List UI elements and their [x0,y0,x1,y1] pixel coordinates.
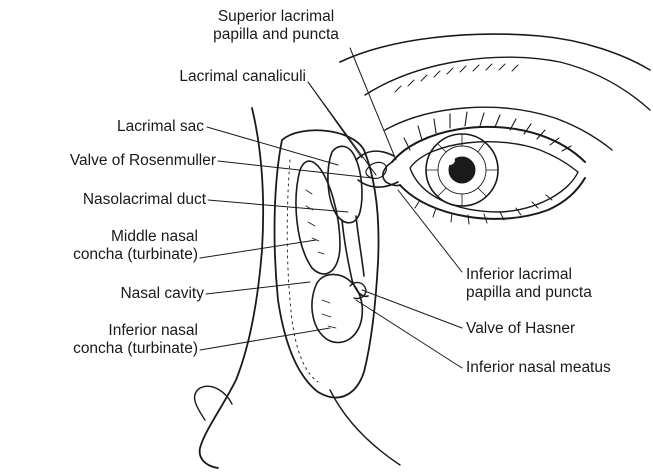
leader-superior-papilla [350,48,396,160]
label-inferior-papilla-line1: Inferior lacrimal [466,266,646,284]
leader-lines [200,48,462,368]
leader-middle-concha [200,240,316,258]
middle-concha [296,161,340,274]
label-superior-papilla-line1: Superior lacrimal [184,8,368,26]
leader-canaliculi-b [308,82,376,175]
label-superior-papilla-line2: papilla and puncta [184,26,368,44]
label-superior-papilla: Superior lacrimal papilla and puncta [184,8,368,44]
label-valve-hasner: Valve of Hasner [466,320,626,338]
leader-sac [207,127,338,165]
leader-rosenmuller [218,161,372,178]
label-middle-concha: Middle nasal concha (turbinate) [44,228,198,264]
label-inferior-concha-line2: concha (turbinate) [44,340,198,358]
brow-hair [395,64,518,92]
label-middle-concha-line2: concha (turbinate) [44,246,198,264]
lower-lid [400,178,585,219]
label-canaliculi: Lacrimal canaliculi [120,68,306,86]
forehead-outline [340,34,650,70]
label-rosenmuller: Valve of Rosenmuller [4,152,216,170]
septum-stipple [287,160,318,382]
label-nasolacrimal-duct: Nasolacrimal duct [30,191,206,209]
cheek-outline [330,390,400,465]
label-inferior-papilla-line2: papilla and puncta [466,284,646,302]
eye-highlight [445,155,455,165]
label-inferior-meatus: Inferior nasal meatus [466,359,650,377]
label-inferior-concha-line1: Inferior nasal [44,322,198,340]
label-inferior-concha: Inferior nasal concha (turbinate) [44,322,198,358]
label-middle-concha-line1: Middle nasal [44,228,198,246]
brow-outline [365,57,650,110]
lower-canaliculus [358,180,398,187]
label-lacrimal-sac: Lacrimal sac [70,118,204,136]
leader-inferior-papilla [398,190,462,272]
nostril-curve [195,386,232,420]
leader-hasner [362,290,462,328]
nasolacrimal-duct [342,216,368,296]
leader-duct [208,200,348,212]
middle-concha-shading [306,190,324,254]
label-nasal-cavity: Nasal cavity [60,285,204,303]
inferior-concha-shading [322,300,336,328]
eye-group [383,112,585,224]
label-inferior-papilla: Inferior lacrimal papilla and puncta [466,266,646,302]
inferior-concha [312,274,362,342]
leader-inferior-concha [200,328,330,350]
